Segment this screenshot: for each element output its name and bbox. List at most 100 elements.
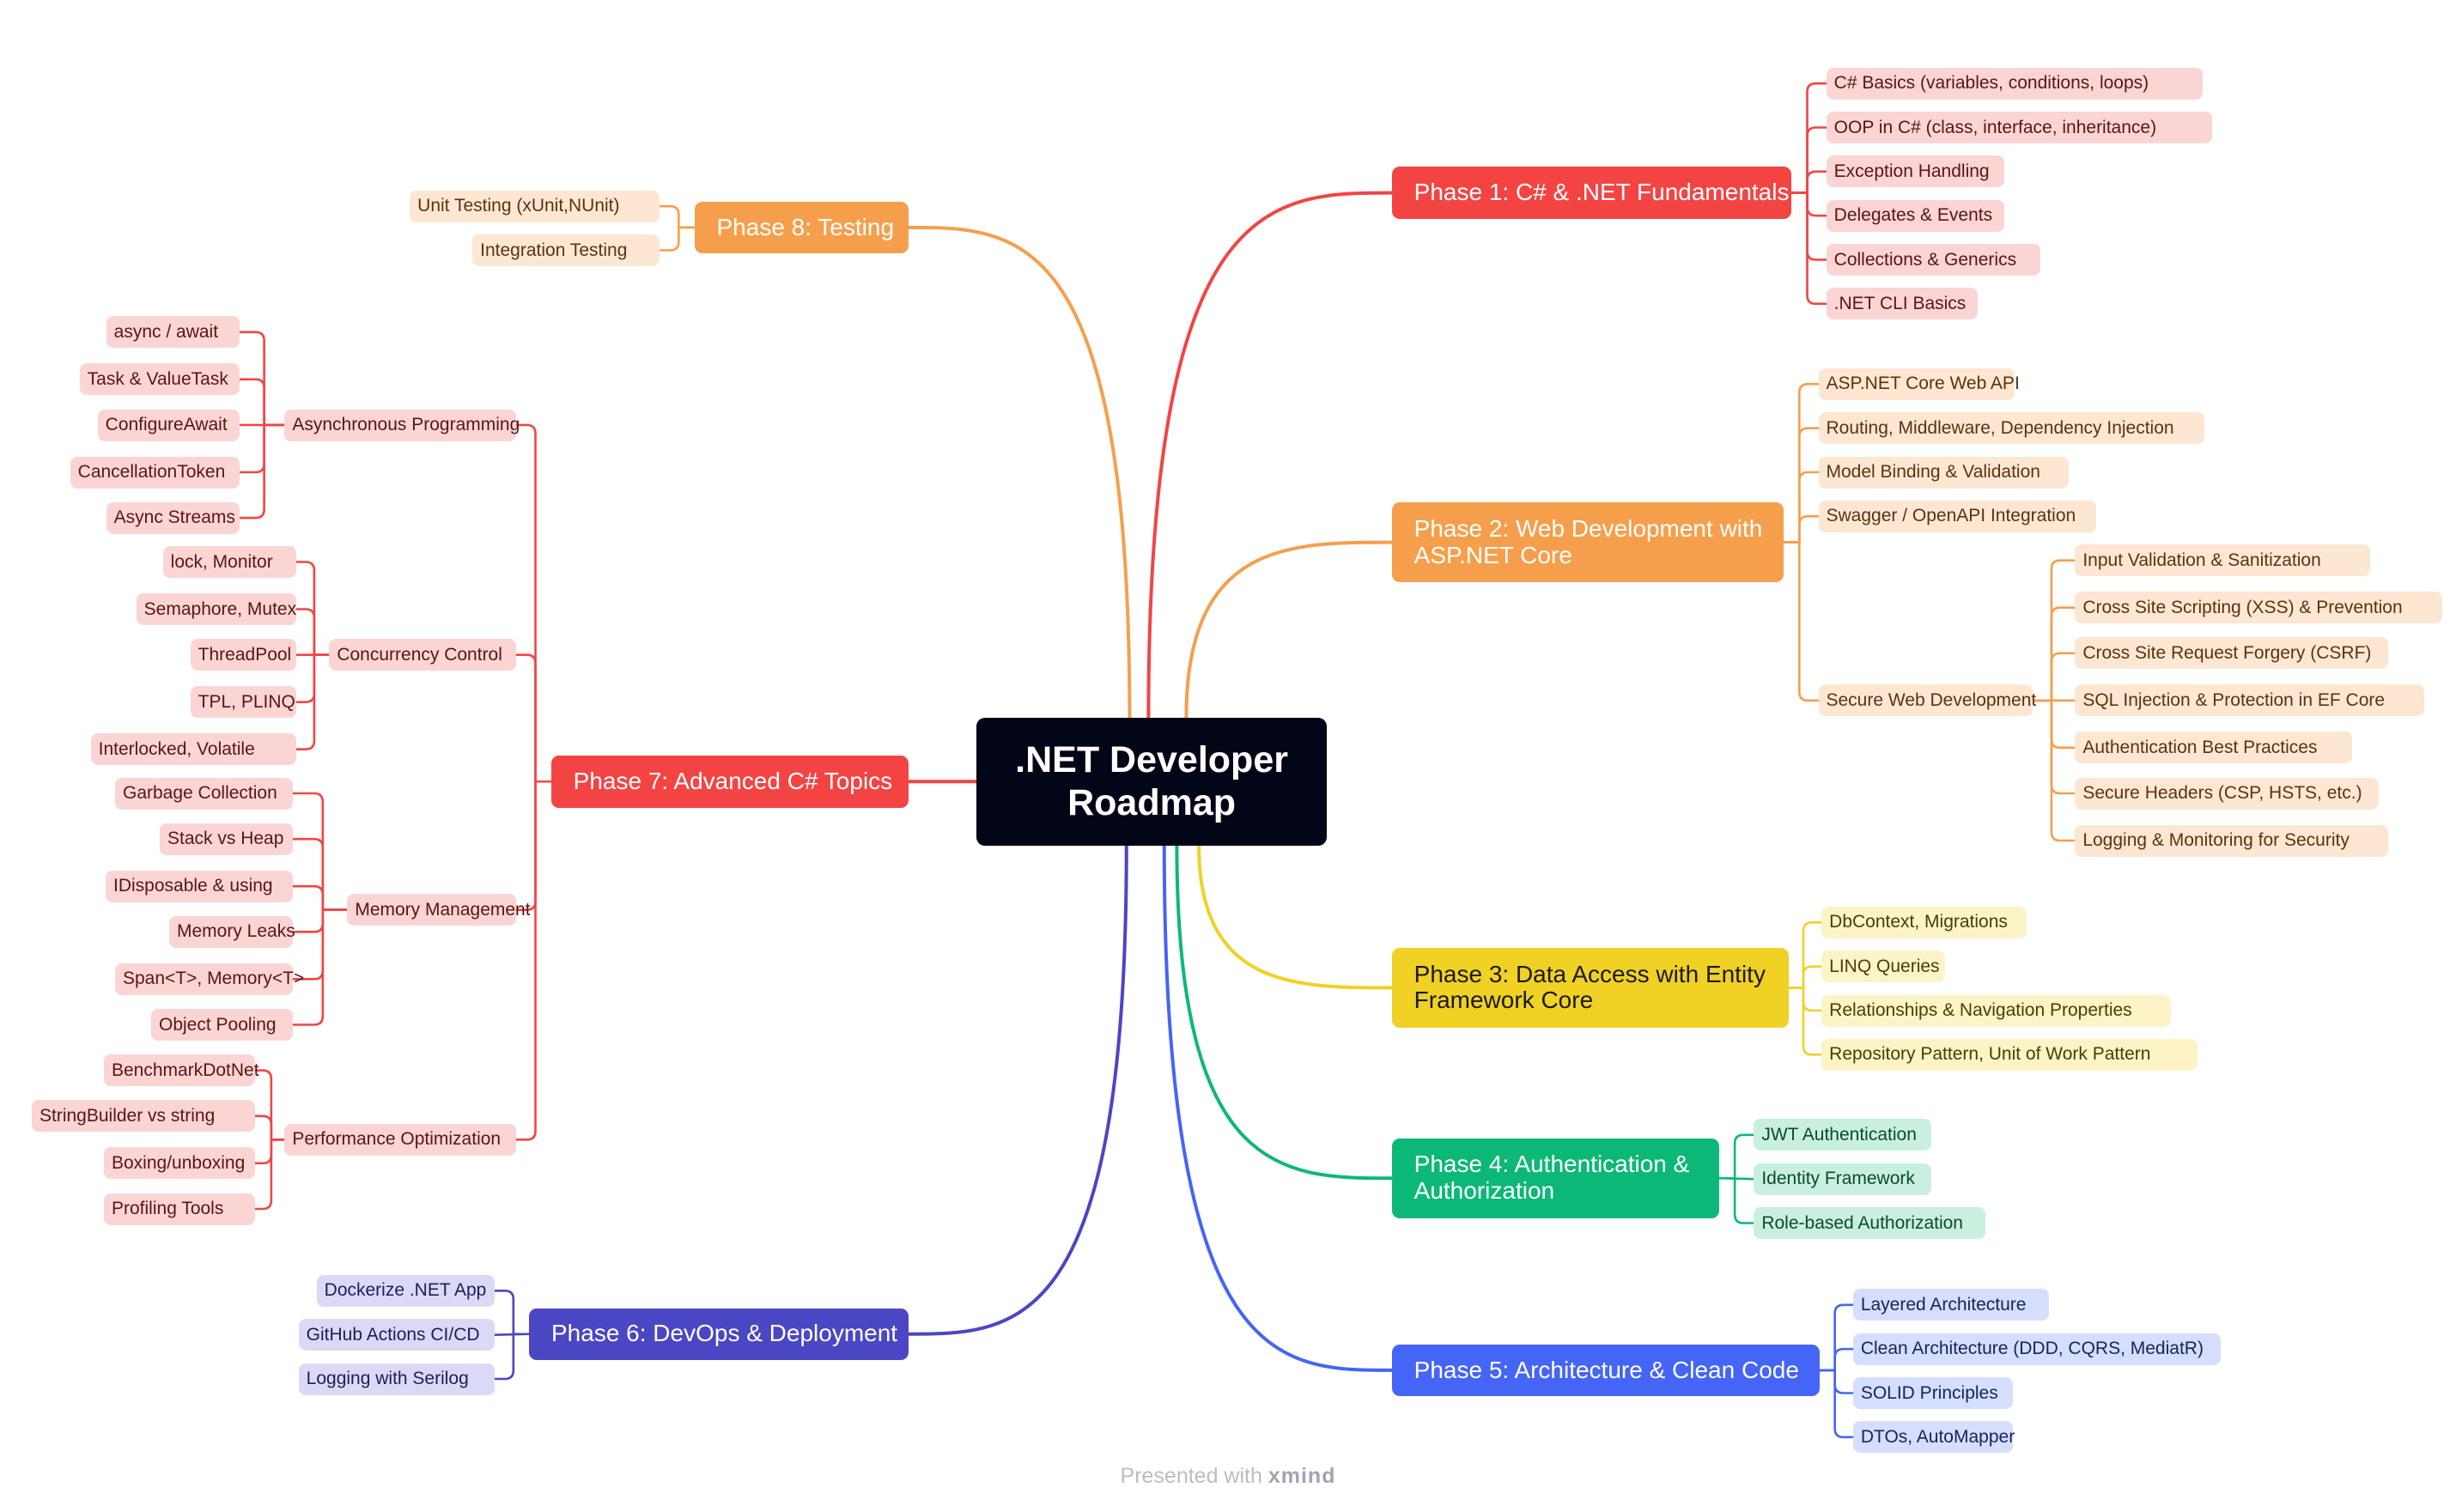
subtopic-cross-site-request-forgery-csrf[interactable]: Cross Site Request Forgery (CSRF) xyxy=(2075,637,2389,670)
connector-secure-web-development-6 xyxy=(2031,699,2076,842)
subtopic-async-streams[interactable]: Async Streams xyxy=(106,501,240,534)
subtopic-cancellationtoken[interactable]: CancellationToken xyxy=(70,456,240,489)
phase-p1[interactable]: Phase 1: C# & .NET Fundamentals xyxy=(1391,167,1792,219)
connector-memory-management-0 xyxy=(291,792,349,911)
phase-p7[interactable]: Phase 7: Advanced C# Topics xyxy=(550,756,909,808)
connector-secure-web-development-4 xyxy=(2031,699,2076,750)
branch-p6 xyxy=(906,843,1128,1336)
connector-asynchronous-programming-4 xyxy=(238,423,286,519)
topic-github-actions-ci-cd[interactable]: GitHub Actions CI/CD xyxy=(298,1319,495,1351)
phase-p3[interactable]: Phase 3: Data Access with Entity Framewo… xyxy=(1391,947,1789,1029)
phase-p4[interactable]: Phase 4: Authentication & Authorization xyxy=(1391,1138,1719,1218)
subtopic-interlocked-volatile[interactable]: Interlocked, Volatile xyxy=(90,733,296,766)
branch-p1 xyxy=(1146,191,1394,720)
subtopic-benchmarkdotnet[interactable]: BenchmarkDotNet xyxy=(104,1054,259,1087)
topic-integration-testing[interactable]: Integration Testing xyxy=(472,234,660,266)
topic-jwt-authentication[interactable]: JWT Authentication xyxy=(1754,1119,1932,1151)
topic-net-cli-basics[interactable]: .NET CLI Basics xyxy=(1826,288,1978,320)
subtopic-cross-site-scripting-xss-prevention[interactable]: Cross Site Scripting (XSS) & Prevention xyxy=(2075,592,2443,624)
phase-p5[interactable]: Phase 5: Architecture & Clean Code xyxy=(1391,1344,1821,1397)
subtopic-tpl-plinq[interactable]: TPL, PLINQ xyxy=(190,686,296,719)
connector-asynchronous-programming-0 xyxy=(238,331,286,427)
phase-p8[interactable]: Phase 8: Testing xyxy=(694,201,909,254)
branch-p4 xyxy=(1175,843,1394,1181)
subtopic-stringbuilder-vs-string[interactable]: StringBuilder vs string xyxy=(32,1100,255,1132)
subtopic-authentication-best-practices[interactable]: Authentication Best Practices xyxy=(2075,732,2353,764)
connector-p7-1 xyxy=(515,653,552,783)
topic-swagger-openapi-integration[interactable]: Swagger / OpenAPI Integration xyxy=(1818,500,2096,532)
connector-p2-3 xyxy=(1782,515,1820,543)
subtopic-object-pooling[interactable]: Object Pooling xyxy=(151,1009,293,1041)
topic-role-based-authorization[interactable]: Role-based Authorization xyxy=(1754,1207,1986,1239)
topic-dockerize-net-app[interactable]: Dockerize .NET App xyxy=(316,1274,495,1307)
subtopic-task-valuetask[interactable]: Task & ValueTask xyxy=(79,363,240,396)
topic-unit-testing-xunit-nunit[interactable]: Unit Testing (xUnit,NUnit) xyxy=(410,190,660,222)
topic-solid-principles[interactable]: SOLID Principles xyxy=(1852,1377,2013,1409)
connector-p7-3 xyxy=(515,780,552,1141)
subtopic-memory-leaks[interactable]: Memory Leaks xyxy=(169,915,295,948)
connector-p5-3 xyxy=(1819,1369,1855,1439)
topic-identity-framework[interactable]: Identity Framework xyxy=(1754,1163,1932,1195)
root-node[interactable]: .NET Developer Roadmap xyxy=(976,718,1328,846)
topic-oop-in-c-class-interface-inheritance[interactable]: OOP in C# (class, interface, inheritance… xyxy=(1826,112,2212,143)
topic-clean-architecture-ddd-cqrs-mediatr[interactable]: Clean Architecture (DDD, CQRS, MediatR) xyxy=(1852,1333,2221,1365)
connector-p4-2 xyxy=(1717,1176,1755,1224)
topic-relationships-navigation-properties[interactable]: Relationships & Navigation Properties xyxy=(1821,994,2172,1027)
topic-performance-optimization[interactable]: Performance Optimization xyxy=(284,1123,517,1156)
connector-concurrency-control-0 xyxy=(295,561,331,656)
connector-p6-2 xyxy=(493,1333,531,1381)
branch-p2 xyxy=(1184,540,1394,720)
topic-memory-management[interactable]: Memory Management xyxy=(347,894,531,926)
connector-memory-management-3 xyxy=(291,908,349,933)
topic-logging-with-serilog[interactable]: Logging with Serilog xyxy=(298,1363,495,1395)
connector-p2-4 xyxy=(1782,541,1820,702)
subtopic-span-t-memory-t[interactable]: Span<T>, Memory<T> xyxy=(115,962,304,995)
subtopic-lock-monitor[interactable]: lock, Monitor xyxy=(162,546,296,578)
subtopic-sql-injection-protection-in-ef-core[interactable]: SQL Injection & Protection in EF Core xyxy=(2075,684,2425,717)
topic-routing-middleware-dependency-injection[interactable]: Routing, Middleware, Dependency Injectio… xyxy=(1818,412,2204,445)
connector-memory-management-5 xyxy=(291,908,349,1026)
connector-p1-3 xyxy=(1790,191,1827,217)
subtopic-semaphore-mutex[interactable]: Semaphore, Mutex xyxy=(136,593,296,625)
footer-brand: xmind xyxy=(1268,1464,1336,1488)
topic-collections-generics[interactable]: Collections & Generics xyxy=(1826,244,2040,276)
subtopic-configureawait[interactable]: ConfigureAwait xyxy=(97,409,240,441)
topic-model-binding-validation[interactable]: Model Binding & Validation xyxy=(1818,456,2069,489)
subtopic-boxing-unboxing[interactable]: Boxing/unboxing xyxy=(104,1147,255,1180)
topic-c-basics-variables-conditions-loops[interactable]: C# Basics (variables, conditions, loops) xyxy=(1826,67,2203,100)
topic-asp-net-core-web-api[interactable]: ASP.NET Core Web API xyxy=(1818,367,2020,400)
subtopic-threadpool[interactable]: ThreadPool xyxy=(190,639,296,671)
connector-p4-0 xyxy=(1717,1133,1755,1180)
subtopic-profiling-tools[interactable]: Profiling Tools xyxy=(104,1193,255,1225)
connector-p2-0 xyxy=(1782,383,1820,543)
connector-p8-0 xyxy=(658,204,696,229)
topic-linq-queries[interactable]: LINQ Queries xyxy=(1821,950,1946,983)
topic-dbcontext-migrations[interactable]: DbContext, Migrations xyxy=(1821,906,2027,938)
topic-asynchronous-programming[interactable]: Asynchronous Programming xyxy=(284,409,520,441)
topic-delegates-events[interactable]: Delegates & Events xyxy=(1826,199,2004,232)
phase-p2[interactable]: Phase 2: Web Development with ASP.NET Co… xyxy=(1391,501,1784,583)
topic-exception-handling[interactable]: Exception Handling xyxy=(1826,155,2004,188)
connector-secure-web-development-0 xyxy=(2031,559,2076,702)
connector-asynchronous-programming-3 xyxy=(238,423,286,474)
branch-p3 xyxy=(1197,843,1394,990)
connector-p7-0 xyxy=(515,423,552,783)
subtopic-secure-headers-csp-hsts-etc[interactable]: Secure Headers (CSP, HSTS, etc.) xyxy=(2075,777,2380,810)
topic-repository-pattern-unit-of-work-pattern[interactable]: Repository Pattern, Unit of Work Pattern xyxy=(1821,1038,2198,1071)
branch-p5 xyxy=(1162,843,1394,1372)
phase-p6[interactable]: Phase 6: DevOps & Deployment xyxy=(529,1308,909,1360)
subtopic-idisposable-using[interactable]: IDisposable & using xyxy=(106,870,293,902)
subtopic-async-await[interactable]: async / await xyxy=(106,316,240,349)
topic-dtos-automapper[interactable]: DTOs, AutoMapper xyxy=(1852,1421,2015,1454)
topic-secure-web-development[interactable]: Secure Web Development xyxy=(1818,684,2036,717)
connector-memory-management-2 xyxy=(291,884,349,911)
branch-p8 xyxy=(906,225,1132,720)
subtopic-garbage-collection[interactable]: Garbage Collection xyxy=(115,777,293,810)
subtopic-input-validation-sanitization[interactable]: Input Validation & Sanitization xyxy=(2075,544,2371,577)
connector-p2-1 xyxy=(1782,427,1820,543)
topic-layered-architecture[interactable]: Layered Architecture xyxy=(1852,1289,2049,1321)
topic-concurrency-control[interactable]: Concurrency Control xyxy=(329,639,517,671)
subtopic-stack-vs-heap[interactable]: Stack vs Heap xyxy=(160,823,293,855)
connector-secure-web-development-2 xyxy=(2031,652,2076,702)
subtopic-logging-monitoring-for-security[interactable]: Logging & Monitoring for Security xyxy=(2075,824,2389,857)
